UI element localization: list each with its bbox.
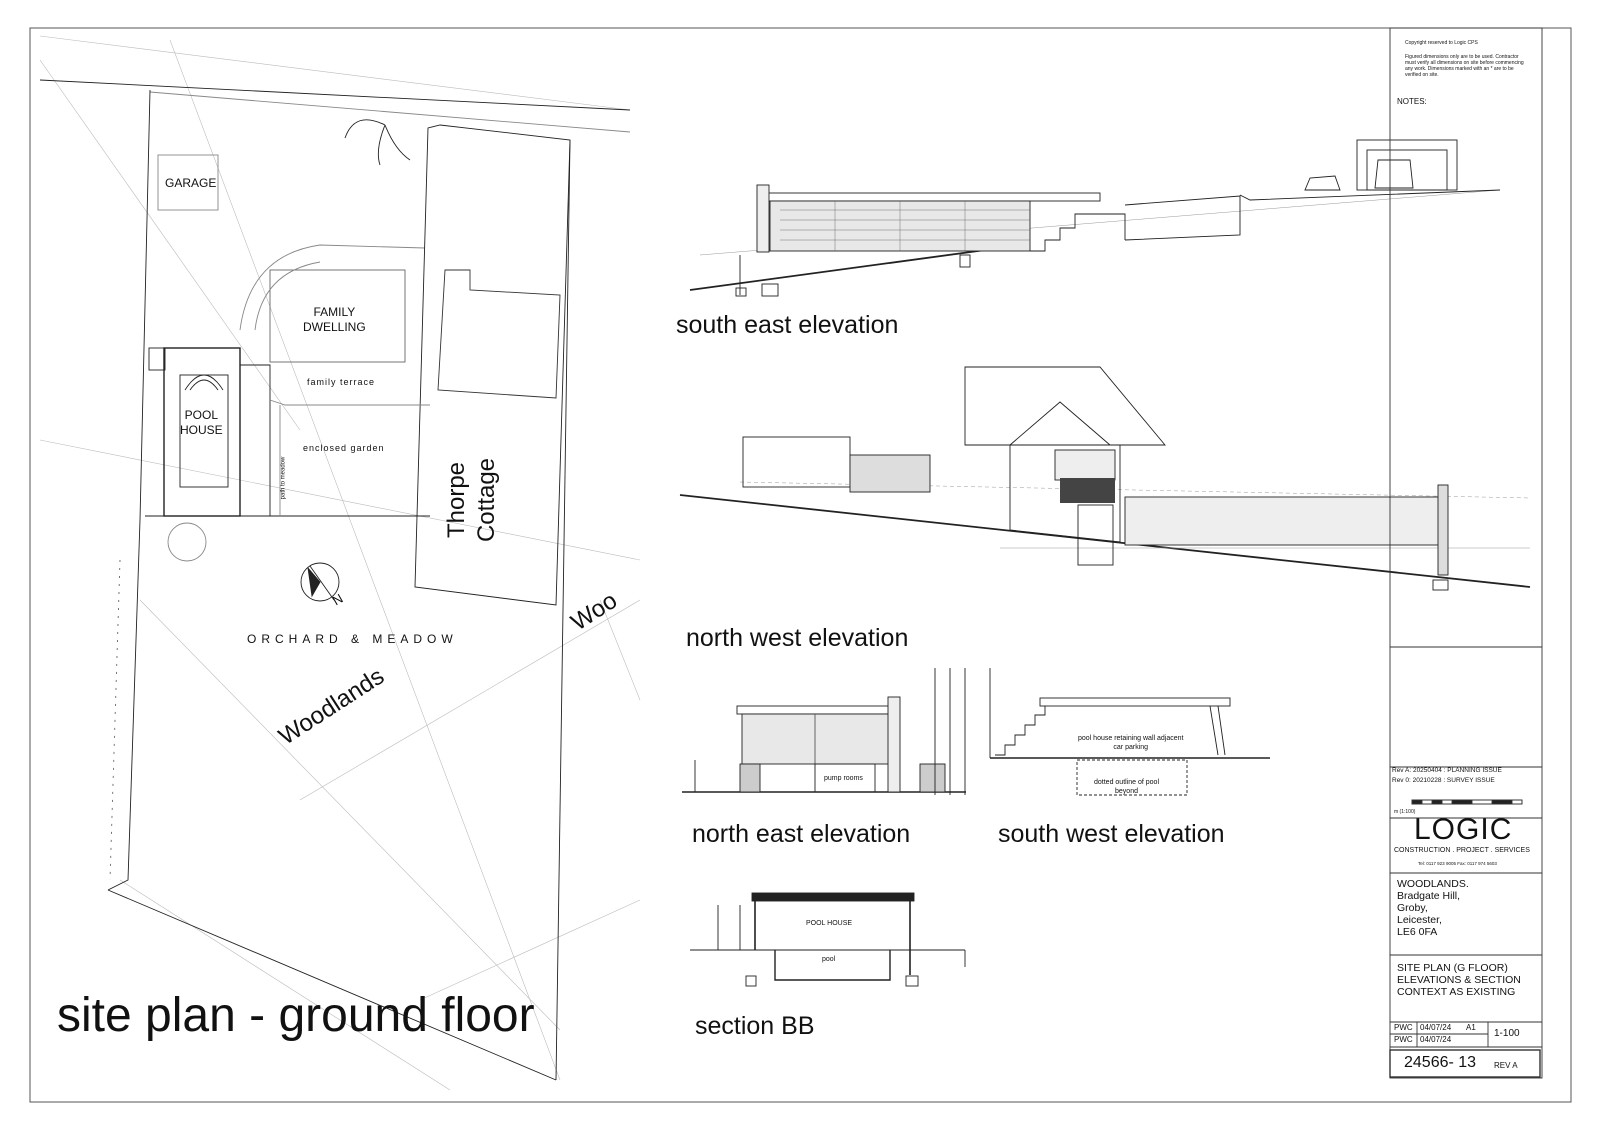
dotted-outline-label: dotted outline of pool beyond <box>1094 779 1159 795</box>
logic-tagline: CONSTRUCTION . PROJECT . SERVICES <box>1394 847 1530 854</box>
drawing-title: SITE PLAN (G FLOOR) ELEVATIONS & SECTION… <box>1397 962 1521 998</box>
section-pool-label: pool <box>822 956 836 963</box>
section-bb-label: section BB <box>695 1012 815 1040</box>
date-1: 04/07/24 <box>1420 1023 1452 1032</box>
sheet-size: A1 <box>1466 1023 1476 1032</box>
path-to-meadow-label: path to meadow <box>280 456 287 500</box>
orchard-meadow-label: ORCHARD & MEADOW <box>247 632 458 646</box>
thorpe-cottage-label: Thorpe Cottage <box>443 457 501 543</box>
scale-bar <box>1411 799 1523 805</box>
north-west-elevation-label: north west elevation <box>686 624 909 652</box>
north-west-elevation-drawing <box>679 366 1531 591</box>
drawing-revision: REV A <box>1494 1061 1518 1070</box>
section-pool-house-label: POOL HOUSE <box>806 920 853 927</box>
drawn-by-1: PWC <box>1394 1023 1413 1032</box>
site-plan <box>39 35 641 1091</box>
garage-label: GARAGE <box>165 176 217 190</box>
scale-bar-label: m (1:100) <box>1394 809 1416 815</box>
enclosed-garden-label: enclosed garden <box>303 443 385 453</box>
family-terrace-label: family terrace <box>307 377 376 387</box>
drawn-by-2: PWC <box>1394 1035 1413 1044</box>
retaining-wall-label: pool house retaining wall adjacent car p… <box>1078 735 1184 751</box>
logic-logo: LOGIC <box>1414 813 1513 846</box>
contact-text: Tel: 0117 923 9005 Fax: 0117 974 5603 <box>1418 861 1497 866</box>
section-bb-drawing <box>690 892 966 987</box>
pool-house-label: POOL HOUSE <box>180 408 223 437</box>
site-address: WOODLANDS. Bradgate Hill, Groby, Leicest… <box>1397 878 1469 938</box>
notes-label: NOTES: <box>1397 97 1427 106</box>
north-arrow <box>300 562 340 602</box>
pump-rooms-label: pump rooms <box>824 775 863 782</box>
copyright-text: Copyright reserved to Logic CPS <box>1405 40 1478 46</box>
rev-a-text: Rev A: 20250404 : PLANNING ISSUE <box>1392 767 1502 774</box>
drawing-scale: 1-100 <box>1494 1028 1520 1039</box>
plan-context-lines <box>39 35 641 1091</box>
south-east-elevation-label: south east elevation <box>676 311 899 339</box>
south-east-elevation-drawing <box>689 139 1501 297</box>
plan-title: site plan - ground floor <box>57 989 535 1042</box>
south-west-elevation-drawing <box>989 668 1270 796</box>
sheet-border <box>29 27 1572 1103</box>
title-block <box>1389 27 1543 1079</box>
disclaimer-text: Figured dimensions only are to be used. … <box>1405 54 1524 78</box>
rev-0-text: Rev 0: 20210228 : SURVEY ISSUE <box>1392 777 1495 784</box>
drawing-number: 24566- 13 <box>1404 1054 1477 1071</box>
family-dwelling-label: FAMILY DWELLING <box>303 305 366 334</box>
south-west-elevation-label: south west elevation <box>998 820 1225 848</box>
date-2: 04/07/24 <box>1420 1035 1452 1044</box>
north-east-elevation-drawing <box>682 668 966 795</box>
north-east-elevation-label: north east elevation <box>692 820 911 848</box>
